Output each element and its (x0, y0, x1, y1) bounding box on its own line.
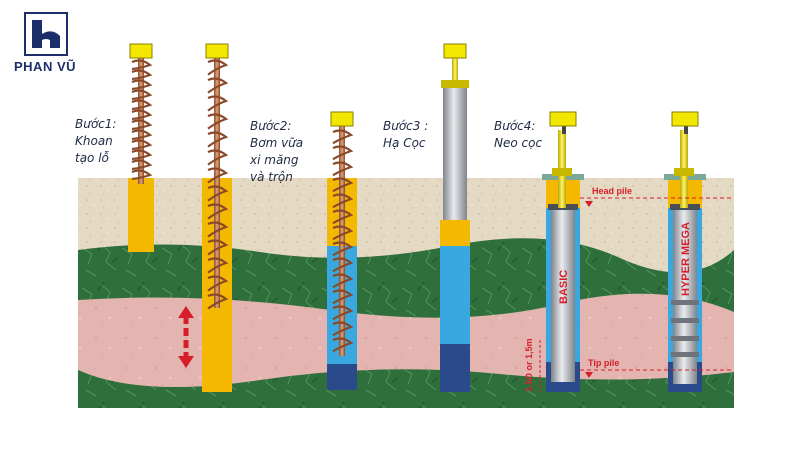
head-pile-label: Head pile (592, 186, 632, 196)
helix-blade (332, 177, 354, 193)
helix-blade (332, 321, 354, 337)
head-pile-arrow (585, 201, 593, 207)
length-label: 1,5D or 1,5m (524, 338, 534, 392)
helix-blade (207, 95, 229, 112)
basic-label: BASIC (558, 270, 570, 304)
depth-arrow (178, 306, 194, 368)
helix-blade (207, 275, 229, 292)
helix-blade (131, 119, 153, 131)
helix-blade (332, 225, 354, 241)
helix-blade (207, 203, 229, 220)
helix-blade (207, 185, 229, 202)
helix-blade (207, 113, 229, 130)
helix-blade (131, 109, 153, 121)
step2b-column (327, 111, 357, 390)
helix-blade (207, 257, 229, 274)
helix-blade (131, 69, 153, 81)
pile-ring (671, 300, 699, 305)
step4-basic-column (542, 111, 584, 392)
helix-blade (131, 129, 153, 141)
helix-blade (332, 289, 354, 305)
helix-blade (207, 239, 229, 256)
helix-blade (332, 129, 354, 145)
logo-mark-icon (24, 12, 68, 56)
helix-blade (131, 79, 153, 91)
helix-blade (131, 139, 153, 151)
step3-label: Bước3 : Hạ Cọc (383, 119, 429, 150)
logo-text: PHAN VŨ (14, 59, 77, 74)
step4-label: Bước4: Neo cọc (494, 119, 543, 150)
helix-blade (131, 89, 153, 101)
helix-blade (332, 273, 354, 289)
helix-blade (131, 149, 153, 161)
step2-label: Bước2: Bơm vữa xi măng và trộn (250, 119, 304, 184)
step4-hypermega-column (664, 111, 706, 392)
helix-blade (332, 241, 354, 257)
helix-blade (207, 221, 229, 238)
tip-pile-arrow (585, 372, 593, 378)
step3-column (440, 43, 470, 392)
helix-blade (207, 77, 229, 94)
helix-blade (207, 131, 229, 148)
helix-blade (332, 161, 354, 177)
step1-label: Bước1: Khoan tạo lỗ (75, 117, 117, 165)
pile-ring (671, 318, 699, 323)
helix-blade (332, 209, 354, 225)
helix-blade (131, 169, 153, 181)
tip-pile-label: Tip pile (588, 358, 619, 368)
helix-blade (332, 257, 354, 273)
helix-blade (332, 193, 354, 209)
helix-blade (131, 159, 153, 171)
helix-blade (207, 59, 229, 76)
helix-blade (332, 337, 354, 353)
helix-blade (131, 59, 153, 71)
helix-blade (131, 99, 153, 111)
helix-blade (332, 305, 354, 321)
pile-ring (671, 336, 699, 341)
helix-blade (207, 149, 229, 166)
company-logo: PHAN VŨ (14, 12, 80, 74)
helix-blade (207, 293, 229, 310)
hyper-mega-label: HYPER MEGA (680, 222, 692, 296)
helix-blade (332, 145, 354, 161)
step1-column (128, 43, 154, 252)
step2-column (202, 43, 232, 392)
helix-blade (207, 167, 229, 184)
pile-ring (671, 352, 699, 357)
